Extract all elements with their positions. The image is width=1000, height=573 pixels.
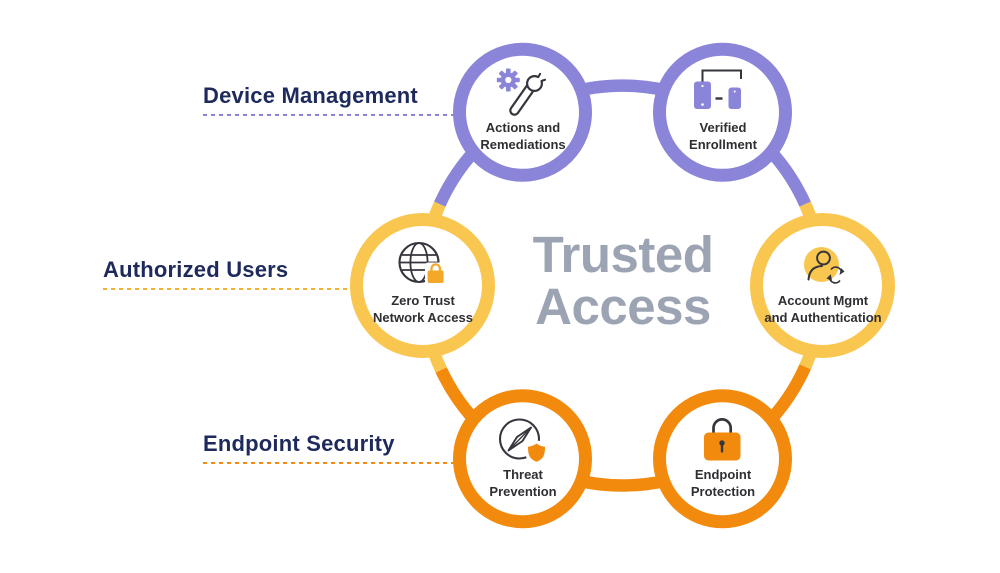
section-authorized-users: Authorized Users [103,258,350,290]
node-label-line2: Enrollment [689,137,757,152]
section-label: Authorized Users [103,257,289,282]
node-label-line1: Verified [699,120,747,135]
compass-shield-icon [498,418,548,464]
node-label-line2: Protection [690,484,756,499]
node-label-endpoint-protection: Endpoint Protection [648,466,798,500]
hub-title: Trusted Access [423,229,823,333]
section-dash-line [103,288,350,290]
devices-icon [694,69,742,109]
node-circle-actions-remediations [453,42,592,182]
node-label-line2: Remediations [480,137,566,152]
node-label-line2: Prevention [489,484,557,499]
node-label-line1: Zero Trust [391,293,455,308]
hub-title-line2: Access [535,278,711,335]
hub-title-line1: Trusted [532,226,714,283]
globe-lock-icon [398,241,447,285]
padlock-icon [704,418,741,461]
section-label: Device Management [203,83,418,108]
node-label-line1: Endpoint [694,467,752,482]
node-circle-account-mgmt [750,213,895,358]
node-label-line2: Network Access [373,310,473,325]
node-circle-zero-trust-network-access [350,213,495,358]
section-endpoint-security: Endpoint Security [203,432,456,464]
node-label-account-mgmt: Account Mgmt and Authentication [748,292,898,326]
section-label: Endpoint Security [203,431,395,456]
node-label-zero-trust-network-access: Zero Trust Network Access [348,292,498,326]
gear-wrench-icon [496,68,547,116]
user-sync-icon [804,247,845,284]
node-label-line1: Threat [503,467,543,482]
node-label-line1: Account Mgmt [777,293,869,308]
node-label-line2: and Authentication [764,310,882,325]
section-dash-line [203,114,456,116]
section-dash-line [203,462,456,464]
node-label-verified-enrollment: Verified Enrollment [648,119,798,153]
node-label-line1: Actions and [485,120,561,135]
node-label-threat-prevention: Threat Prevention [448,466,598,500]
node-label-actions-remediations: Actions and Remediations [448,119,598,153]
node-circle-verified-enrollment [653,42,792,182]
section-device-management: Device Management [203,84,456,116]
